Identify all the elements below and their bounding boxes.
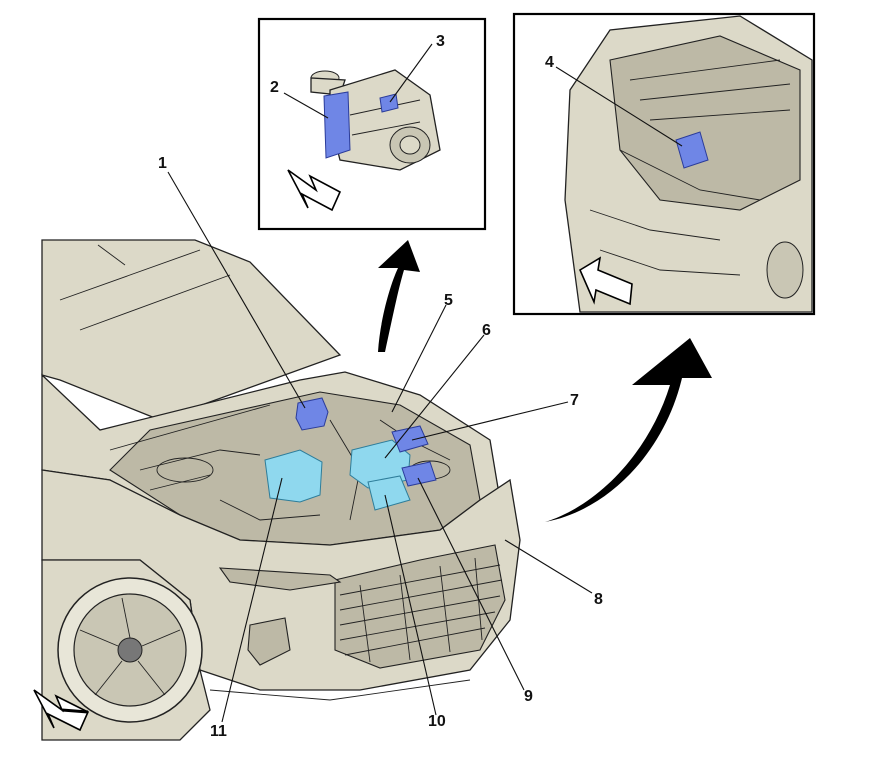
- callout-4: 4: [545, 54, 554, 71]
- callout-3: 3: [436, 33, 445, 50]
- callout-10: 10: [428, 713, 446, 730]
- callout-labels: 1 2 3 4 5 6 7 8 9 10 11: [158, 33, 603, 740]
- component-4: [675, 131, 709, 169]
- curved-arrow-icon: [378, 240, 420, 352]
- callout-9: 9: [524, 688, 533, 705]
- vehicle-main-view: [33, 239, 521, 741]
- component-10: [367, 475, 411, 511]
- inset-module-view: [257, 17, 487, 231]
- component-9: [401, 461, 437, 487]
- direction-arrow-icon: [578, 256, 633, 306]
- callout-1: 1: [158, 155, 167, 172]
- direction-arrow-icon: [33, 689, 90, 732]
- callout-6: 6: [482, 322, 491, 339]
- callout-2: 2: [270, 79, 279, 96]
- component-11: [264, 449, 323, 503]
- callout-11: 11: [210, 723, 227, 740]
- callout-7: 7: [570, 392, 579, 409]
- component-1: [295, 397, 329, 431]
- inset-underhood-view: [512, 12, 816, 316]
- component-7: [391, 425, 429, 453]
- curved-arrow-icon: [545, 338, 712, 522]
- callout-8: 8: [594, 591, 603, 608]
- component-3: [379, 93, 399, 113]
- direction-arrow-icon: [287, 169, 342, 212]
- callout-5: 5: [444, 292, 453, 309]
- component-2: [323, 91, 351, 159]
- leader-lines: [167, 43, 683, 723]
